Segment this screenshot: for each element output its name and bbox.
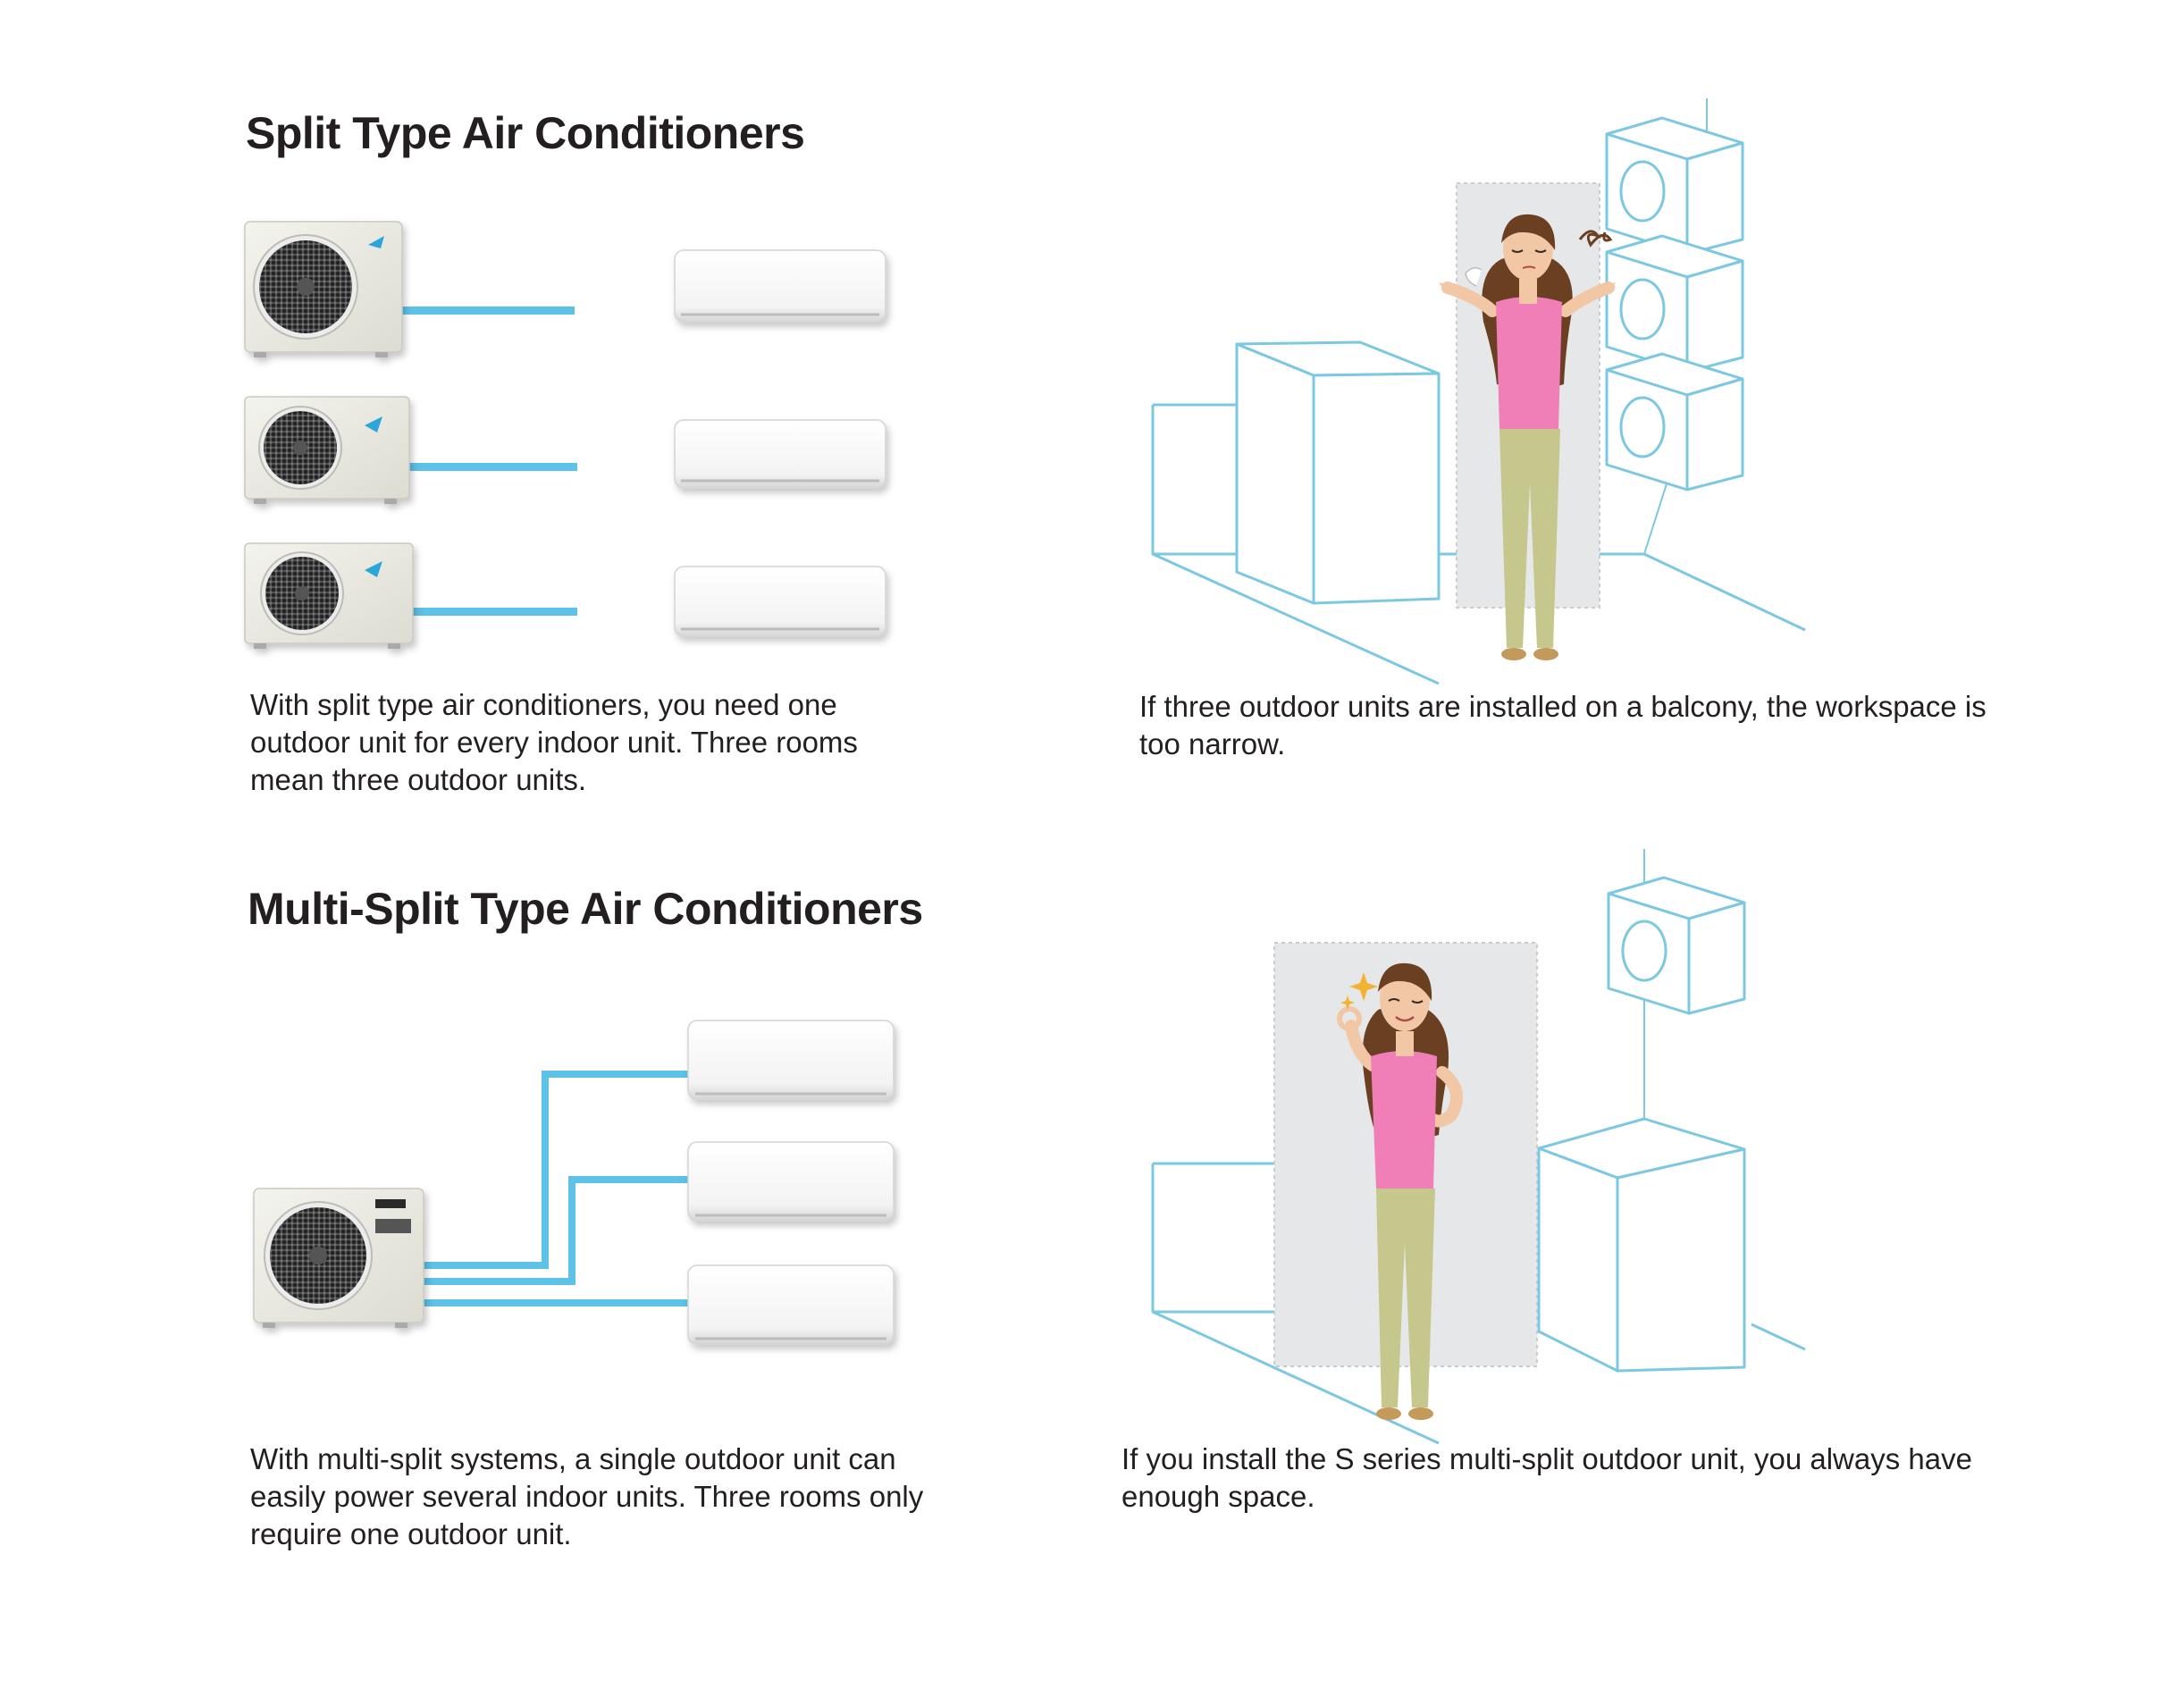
box-obstacle bbox=[1235, 340, 1441, 605]
outdoor-unit-icon bbox=[1605, 352, 1744, 491]
woman-figure-icon bbox=[1337, 962, 1464, 1420]
refrigerant-pipe bbox=[411, 608, 577, 616]
split-row-2 bbox=[244, 396, 886, 504]
split-title: Split Type Air Conditioners bbox=[246, 108, 805, 158]
indoor-unit-icon bbox=[687, 1020, 895, 1100]
indoor-unit-icon bbox=[674, 419, 886, 489]
multi-title: Multi-Split Type Air Conditioners bbox=[248, 884, 923, 934]
split-system-diagram bbox=[244, 221, 886, 649]
indoor-unit-icon bbox=[674, 249, 886, 323]
refrigerant-pipe bbox=[400, 307, 575, 315]
refrigerant-pipe-bundle bbox=[420, 1071, 688, 1306]
balcony-scene-spacious bbox=[1151, 849, 1806, 1445]
outdoor-unit-icon bbox=[253, 1188, 424, 1328]
outdoor-unit-icon bbox=[244, 542, 414, 649]
box-obstacle bbox=[1537, 1117, 1746, 1373]
multi-scene-caption: If you install the S series multi-split … bbox=[1121, 1442, 1972, 1513]
outdoor-unit-icon bbox=[1605, 234, 1744, 374]
split-row-1 bbox=[244, 221, 886, 357]
outdoor-unit-icon bbox=[1607, 876, 1746, 1015]
indoor-unit-icon bbox=[687, 1264, 895, 1345]
multi-split-system-diagram bbox=[253, 1020, 895, 1345]
outdoor-unit-icon bbox=[244, 221, 403, 357]
split-caption: With split type air conditioners, you ne… bbox=[250, 688, 858, 796]
balcony-scene-crowded bbox=[1151, 98, 1806, 685]
indoor-unit-icon bbox=[674, 566, 886, 637]
split-row-3 bbox=[244, 542, 886, 649]
refrigerant-pipe bbox=[407, 463, 577, 471]
outdoor-unit-icon bbox=[1605, 116, 1744, 256]
multi-caption: With multi-split systems, a single outdo… bbox=[250, 1442, 924, 1550]
squiggle-icon bbox=[1578, 230, 1613, 248]
indoor-unit-icon bbox=[687, 1141, 895, 1222]
outdoor-unit-icon bbox=[244, 396, 410, 504]
woman-figure-icon bbox=[1439, 214, 1616, 660]
sparkle-icon bbox=[1340, 972, 1378, 1010]
split-scene-caption: If three outdoor units are installed on … bbox=[1139, 690, 1987, 760]
